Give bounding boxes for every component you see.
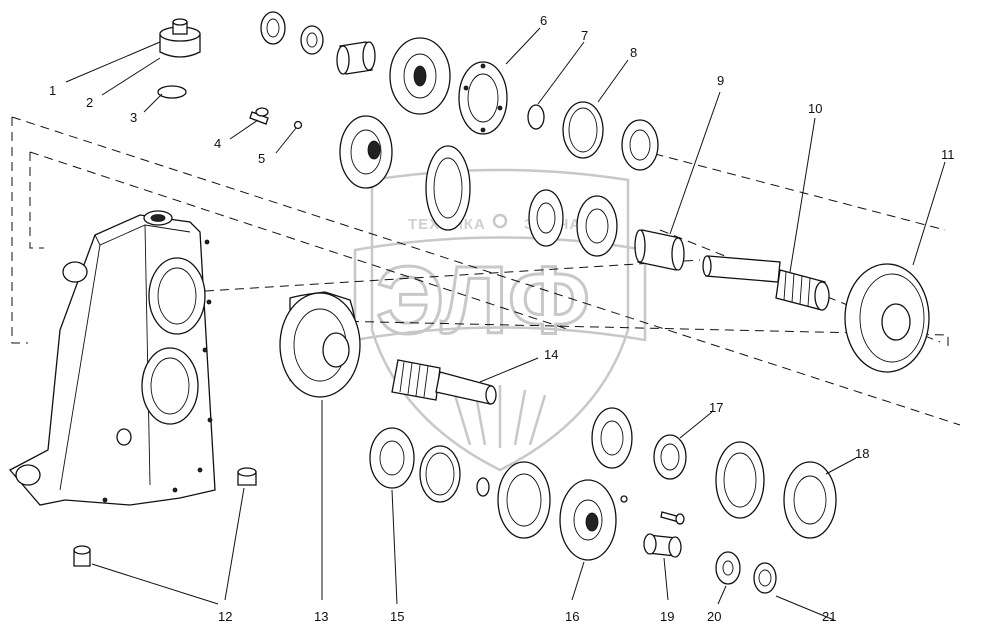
callout-6: 6 <box>540 13 547 28</box>
part-8-seal <box>562 101 604 159</box>
part-top-cover <box>389 37 451 115</box>
part-gasket-mid <box>425 145 471 231</box>
callout-9: 9 <box>717 73 724 88</box>
part-top-seal <box>260 11 286 45</box>
part-18-cover <box>783 461 837 539</box>
watermark-banner <box>353 236 647 342</box>
part-12-plug-a <box>237 467 257 486</box>
part-11-gear <box>844 263 930 373</box>
part-3-ring <box>157 85 187 99</box>
callout-13: 13 <box>314 609 328 624</box>
callout-1: 1 <box>49 83 56 98</box>
callout-8: 8 <box>630 45 637 60</box>
part-13-gear <box>279 291 361 398</box>
callout-labels: 1 2 3 4 5 6 7 8 9 10 11 12 13 14 15 16 1… <box>49 13 955 624</box>
watermark-gear-icon <box>492 213 508 229</box>
part-cover-mid <box>339 115 393 189</box>
watermark-shield <box>370 168 630 472</box>
inner-axis-line <box>29 151 949 348</box>
part-top-lockwasher <box>300 25 324 55</box>
part-bearing-mid-2 <box>576 195 618 257</box>
part-12-plug-b <box>73 545 91 567</box>
part-17-seal <box>653 434 687 480</box>
watermark-logo: ЭЛФ <box>376 247 590 354</box>
assembly-axes <box>11 116 961 426</box>
part-19-bushing <box>643 533 682 558</box>
watermark-wheat-icon <box>453 385 547 448</box>
leader-lines <box>65 27 946 621</box>
gearbox-housing <box>8 210 216 506</box>
callout-11: 11 <box>941 147 955 162</box>
part-15-bearing <box>369 427 415 489</box>
callout-18: 18 <box>855 446 869 461</box>
callout-15: 15 <box>390 609 404 624</box>
part-21-nut <box>753 562 777 594</box>
part-top-bushing <box>336 41 376 75</box>
part-bearing-lower-right <box>591 407 633 469</box>
callout-16: 16 <box>565 609 579 624</box>
callout-20: 20 <box>707 609 721 624</box>
callout-17: 17 <box>709 400 723 415</box>
callout-12: 12 <box>218 609 232 624</box>
outer-axis-line <box>11 116 961 426</box>
part-4-bolt <box>249 107 269 125</box>
part-5-nut <box>293 120 303 130</box>
part-16-cover <box>559 479 617 561</box>
callout-7: 7 <box>581 28 588 43</box>
callout-4: 4 <box>214 136 221 151</box>
part-16-nut <box>620 495 628 503</box>
part-20-lockwasher <box>715 551 741 585</box>
part-gasket-right <box>715 441 765 519</box>
callout-2: 2 <box>86 95 93 110</box>
callout-5: 5 <box>258 151 265 166</box>
callout-19: 19 <box>660 609 674 624</box>
part-bearing-top <box>621 119 659 171</box>
callout-3: 3 <box>130 110 137 125</box>
part-gasket-lower <box>497 461 551 539</box>
callout-21: 21 <box>822 609 836 624</box>
part-19-bolt <box>660 511 685 525</box>
part-6-gasket <box>458 61 508 135</box>
part-7-snap-ring <box>527 104 545 130</box>
part-14-pinion-shaft <box>391 359 497 405</box>
callout-10: 10 <box>808 101 822 116</box>
callout-14: 14 <box>544 347 558 362</box>
part-1-breather <box>159 18 201 58</box>
part-9-sleeve <box>634 229 685 271</box>
part-bearing-mid-1 <box>528 189 564 247</box>
part-small-ring-lower <box>476 477 490 497</box>
part-10-shaft <box>702 255 830 311</box>
part-seal-lower <box>419 445 461 503</box>
